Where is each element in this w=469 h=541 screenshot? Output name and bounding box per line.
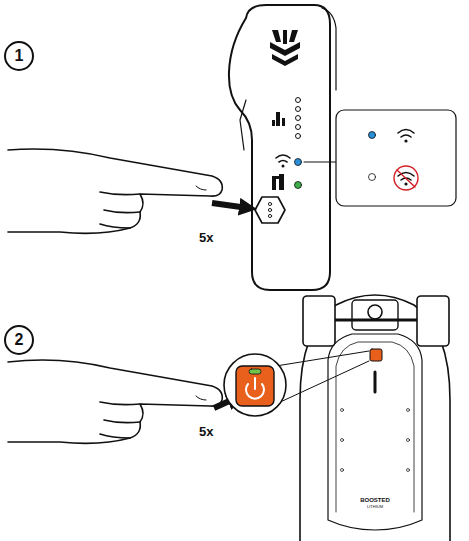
leader-line [276,351,369,366]
press-count: 5x [199,425,213,438]
skateboard [300,295,450,541]
status-inset [336,110,456,206]
mode-icons [272,112,285,190]
pointing-hand [8,149,222,233]
brand-logo [270,30,300,66]
pointing-hand [8,360,222,443]
press-count: 5x [199,231,213,244]
step-number-text: 1 [15,47,24,65]
press-arrow [212,203,248,208]
status-led-green [295,182,302,189]
remote-button [255,197,285,223]
leader-line [276,361,369,404]
step-number-text: 2 [15,331,24,349]
step-number: 2 [4,325,34,355]
step-number: 1 [4,41,34,71]
battery-leds [296,98,301,139]
remote-control [229,5,336,290]
power-button-inset [224,354,286,416]
status-led-blue [295,159,302,166]
battery-text: LITHIUM [367,505,383,509]
wireless-icon [276,155,290,168]
brand-text: BOOSTED [360,497,390,503]
leader-line [304,162,336,163]
